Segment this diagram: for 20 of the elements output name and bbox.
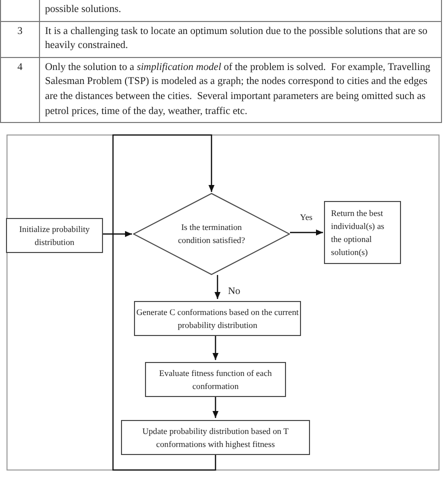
table-cell: 4 [0,57,40,123]
arrow [214,275,220,299]
table-cell: It is a challenging task to locate an optimum solution due to the possible solutions that are so heavily constrained. [40,21,442,58]
arrow [103,231,132,237]
table-cell: possible solutions. [40,0,442,22]
arrow [290,230,323,236]
arrow [212,336,218,360]
process-box: Update probability distribution based on T conformations with highest fitness [121,420,310,455]
edge-label: No [228,286,240,297]
process-box: Return the best individual(s) as the optional solution(s) [324,201,401,264]
table-cell: 3 [0,21,40,58]
table-cell: Only the solution to a simplification model of the problem is solved. For example, Travelling Salesman Problem (TSP) is modeled as a graph; the nodes correspond to cities and the edges are the distances between the cities. Several important parameters are being omitted such as petrol prices, time of the day, weather, traffic etc. [40,57,442,123]
process-box: Evaluate fitness function of each conformation [145,362,286,397]
arrow [112,134,216,471]
condition-text: Is the termination condition satisfied? [176,221,246,247]
process-box: Generate C conformations based on the current probability distribution [134,301,301,336]
edge-label: Yes [300,212,313,222]
decision-diamond [133,193,290,275]
arrow [212,397,218,418]
process-box: Initialize probability distribution [6,218,103,253]
